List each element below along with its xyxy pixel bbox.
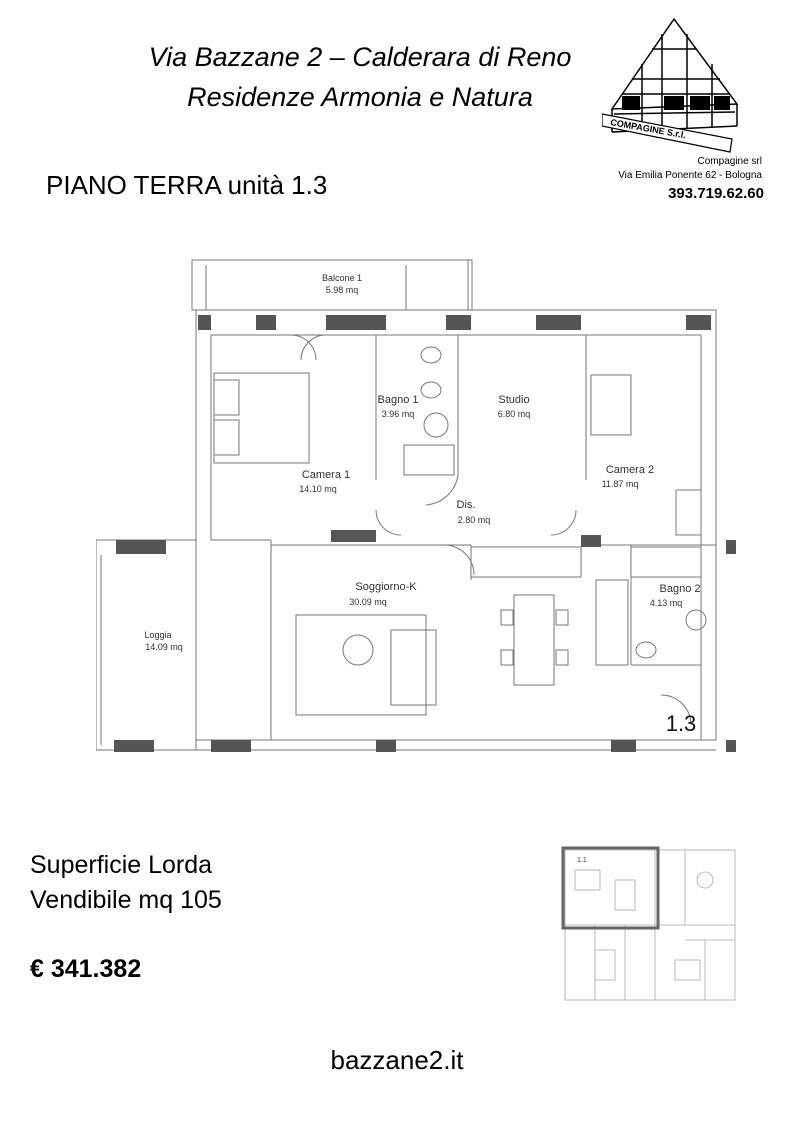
key-plan-unit-label: 1.1 (577, 857, 587, 864)
floor-unit-heading: PIANO TERRA unità 1.3 (46, 170, 328, 200)
room-name: Balcone 1 (322, 273, 362, 283)
website-link[interactable]: bazzane2.it (330, 1045, 464, 1075)
room-area: 3.96 mq (382, 409, 415, 419)
room-name: Camera 1 (302, 469, 350, 481)
company-name: Compagine srl (697, 156, 762, 167)
surface-line-2: Vendibile mq 105 (30, 886, 222, 914)
surface-info: Superficie Lorda Vendibile mq 105 (30, 848, 222, 918)
room-area: 14.10 mq (299, 484, 337, 494)
room-name: Loggia (144, 630, 171, 640)
room-name: Dis. (457, 499, 476, 511)
price: € 341.382 (30, 955, 142, 983)
room-area: 4.13 mq (650, 598, 683, 608)
room-area: 11.87 mq (602, 479, 639, 489)
room-area: 30.09 mq (349, 597, 387, 607)
room-name: Bagno 2 (660, 583, 701, 595)
room-area: 14.09 mq (145, 642, 183, 652)
company-phone: 393.719.62.60 (668, 185, 764, 202)
room-name: Bagno 1 (378, 394, 419, 406)
company-address: Via Emilia Ponente 62 - Bologna (618, 170, 762, 181)
room-name: Soggiorno-K (355, 581, 417, 593)
floor-plan: Balcone 1 5.98 mq Camera 1 14.10 mq Bagn… (96, 259, 736, 752)
key-plan: 1.1 (561, 846, 736, 1001)
room-area: 5.98 mq (326, 285, 359, 295)
company-info: Compagine srl Via Emilia Ponente 62 - Bo… (618, 155, 762, 183)
title-line-2: Residenze Armonia e Natura (187, 82, 533, 112)
room-name: Camera 2 (606, 464, 654, 476)
room-area: 2.80 mq (458, 515, 491, 525)
surface-line-1: Superficie Lorda (30, 851, 213, 879)
company-logo: COMPAGINE S.r.l. (602, 17, 739, 153)
room-area: 6.80 mq (498, 409, 531, 419)
room-name: Studio (498, 394, 529, 406)
logo-text: COMPAGINE S.r.l. (610, 117, 687, 140)
title-line-1: Via Bazzane 2 – Calderara di Reno (148, 42, 572, 72)
unit-label: 1.3 (666, 711, 697, 736)
